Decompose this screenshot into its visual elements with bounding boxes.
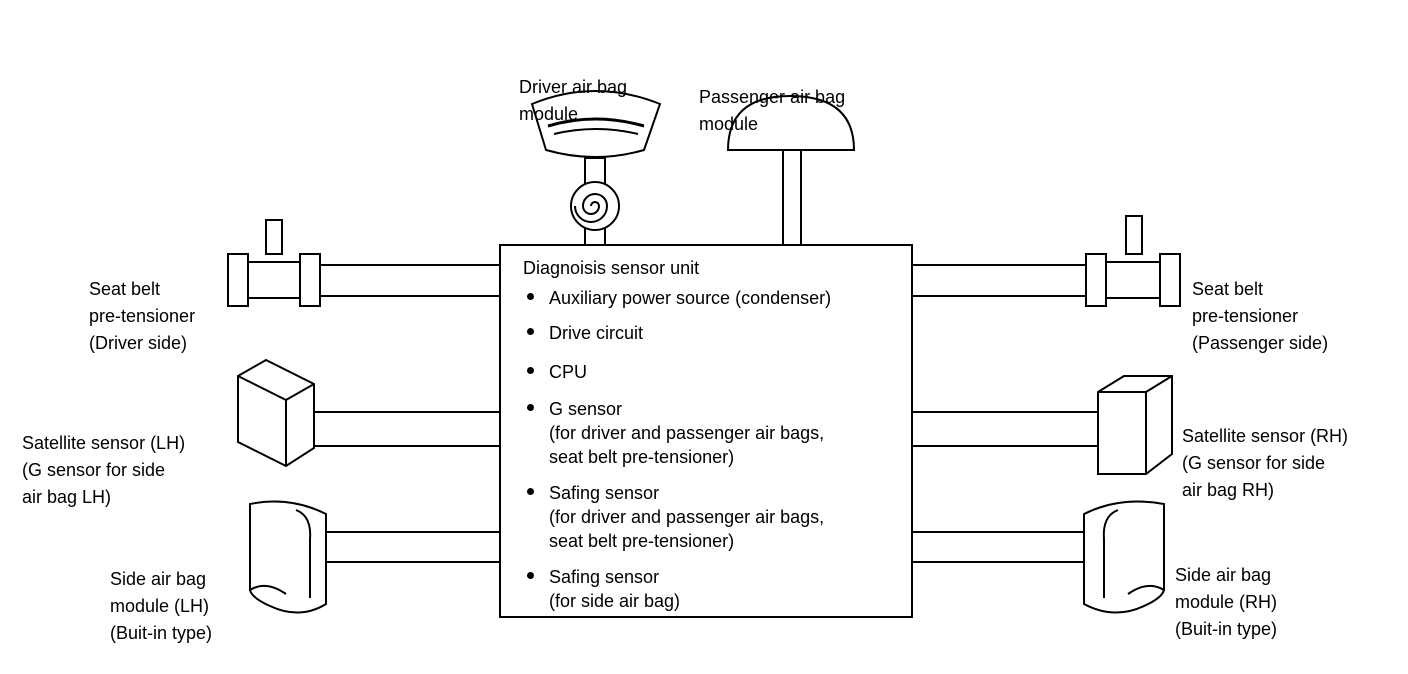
bullet-icon bbox=[527, 367, 534, 374]
satellite-sensor-rh-icon bbox=[913, 375, 1173, 475]
side-airbag-module-rh-icon bbox=[913, 500, 1165, 614]
driver-airbag-module-icon bbox=[530, 90, 662, 244]
bullet-icon bbox=[527, 572, 534, 579]
pretensioner-driver-icon bbox=[227, 219, 499, 307]
pretensioner-passenger-icon bbox=[913, 215, 1181, 307]
bullet-icon bbox=[527, 328, 534, 335]
passenger-airbag-module-icon bbox=[726, 94, 856, 244]
unit-title: Diagnoisis sensor unit bbox=[523, 258, 700, 278]
bullet-icon bbox=[527, 488, 534, 495]
satellite-sensor-lh-icon bbox=[237, 358, 499, 468]
bullet-icon bbox=[527, 404, 534, 411]
airbag-system-diagram bbox=[227, 90, 1181, 614]
side-airbag-module-lh-icon bbox=[249, 500, 499, 614]
diagnosis-sensor-unit: Diagnoisis sensor unit Auxiliary power s… bbox=[499, 244, 913, 618]
bullet-icon bbox=[527, 293, 534, 300]
